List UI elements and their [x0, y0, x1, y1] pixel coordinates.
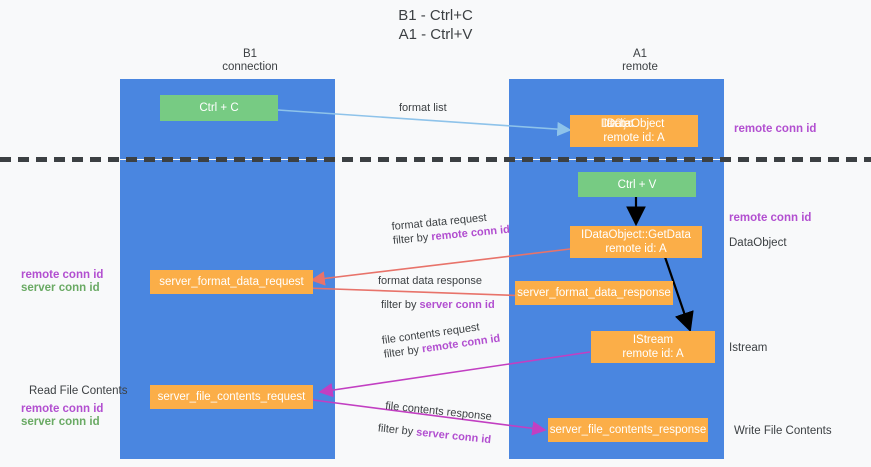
edge-label-format-list: format list	[399, 101, 447, 115]
column-header-b1: B1 connection	[160, 48, 340, 74]
left-label-read-file-contents: Read File Contents	[29, 385, 128, 397]
left-label-remote-conn-id-mid: remote conn id	[21, 269, 104, 281]
box-getdata-title: IDataObject::GetData	[581, 229, 691, 241]
box-idataobject-title-ghost: IDataObject	[600, 118, 633, 130]
left-label-server-conn-id-bottom: server conn id	[21, 416, 100, 428]
title-line-1: B1 - Ctrl+C	[398, 7, 473, 24]
box-server-format-data-request[interactable]: server_format_data_request	[150, 270, 313, 294]
box-istream-title: IStream	[632, 334, 674, 346]
right-label-dataobject: DataObject	[729, 237, 787, 249]
right-label-remote-conn-id-top: remote conn id	[734, 123, 817, 135]
left-label-remote-conn-id-bottom: remote conn id	[21, 403, 104, 415]
box-idataobject-title-main: IDataObject	[603, 118, 665, 130]
edge-label-format-data-request: format data request filter by remote con…	[391, 209, 511, 248]
box-server-file-contents-response-label: server_file_contents_response	[549, 424, 707, 436]
edge-label-format-list-text: format list	[399, 102, 447, 114]
box-getdata[interactable]: IDataObject::GetData remote id: A	[570, 226, 702, 258]
box-server-format-data-response[interactable]: server_format_data_response	[515, 281, 673, 305]
box-ctrl-v-label: Ctrl + V	[617, 178, 657, 191]
box-istream-subtitle: remote id: A	[622, 348, 684, 360]
filter-prefix: filter by	[392, 231, 432, 247]
box-server-format-data-request-label: server_format_data_request	[159, 276, 304, 288]
edge-label-format-data-response-text: format data response	[378, 275, 482, 287]
right-label-write-file-contents: Write File Contents	[734, 425, 832, 437]
box-ctrl-c-label: Ctrl + C	[199, 102, 239, 114]
lane-a1-bottom	[509, 160, 724, 459]
edge-label-file-contents-response-text: file contents response	[384, 399, 493, 424]
edge-label-format-data-response-filter: filter by server conn id	[381, 298, 495, 312]
filter-prefix: filter by	[377, 422, 417, 439]
box-server-file-contents-response[interactable]: server_file_contents_response	[548, 418, 708, 442]
filter-prefix: filter by	[381, 299, 420, 311]
edge-label-file-contents-request: file contents request filter by remote c…	[381, 318, 501, 362]
section-divider	[0, 157, 871, 162]
filter-key-server-conn-id: server conn id	[419, 299, 495, 311]
diagram-title: B1 - Ctrl+C A1 - Ctrl+V	[0, 6, 871, 44]
box-idataobject-subtitle: remote id: A	[603, 132, 665, 144]
box-ctrl-v[interactable]: Ctrl + V	[578, 172, 696, 197]
box-idataobject[interactable]: IDataObject IDataObject remote id: A	[570, 115, 698, 147]
box-server-format-data-response-label: server_format_data_response	[517, 287, 671, 299]
right-label-istream: Istream	[729, 342, 768, 354]
box-idataobject-title: IDataObject IDataObject	[600, 117, 665, 131]
filter-key-server-conn-id: server conn id	[415, 426, 492, 447]
box-server-file-contents-request-label: server_file_contents_request	[157, 391, 306, 403]
filter-prefix: filter by	[383, 343, 423, 361]
column-header-a1-name: A1	[632, 48, 648, 60]
edge-label-format-data-response: format data response filter by server co…	[378, 274, 495, 312]
column-header-b1-name: B1	[242, 48, 258, 60]
right-label-remote-conn-id-mid: remote conn id	[729, 212, 812, 224]
box-istream[interactable]: IStream remote id: A	[591, 331, 715, 363]
column-header-a1-role: remote	[622, 61, 658, 73]
box-getdata-subtitle: remote id: A	[605, 243, 667, 255]
column-header-b1-role: connection	[222, 61, 278, 73]
box-server-file-contents-request[interactable]: server_file_contents_request	[150, 385, 313, 409]
edge-label-file-contents-response: file contents response filter by server …	[377, 399, 494, 447]
edge-label-file-contents-response-filter: filter by server conn id	[377, 421, 492, 447]
lane-b1-bottom	[120, 160, 335, 459]
title-line-2: A1 - Ctrl+V	[398, 26, 473, 43]
column-header-a1: A1 remote	[545, 48, 735, 74]
left-label-server-conn-id-mid: server conn id	[21, 282, 100, 294]
box-ctrl-c[interactable]: Ctrl + C	[160, 95, 278, 121]
